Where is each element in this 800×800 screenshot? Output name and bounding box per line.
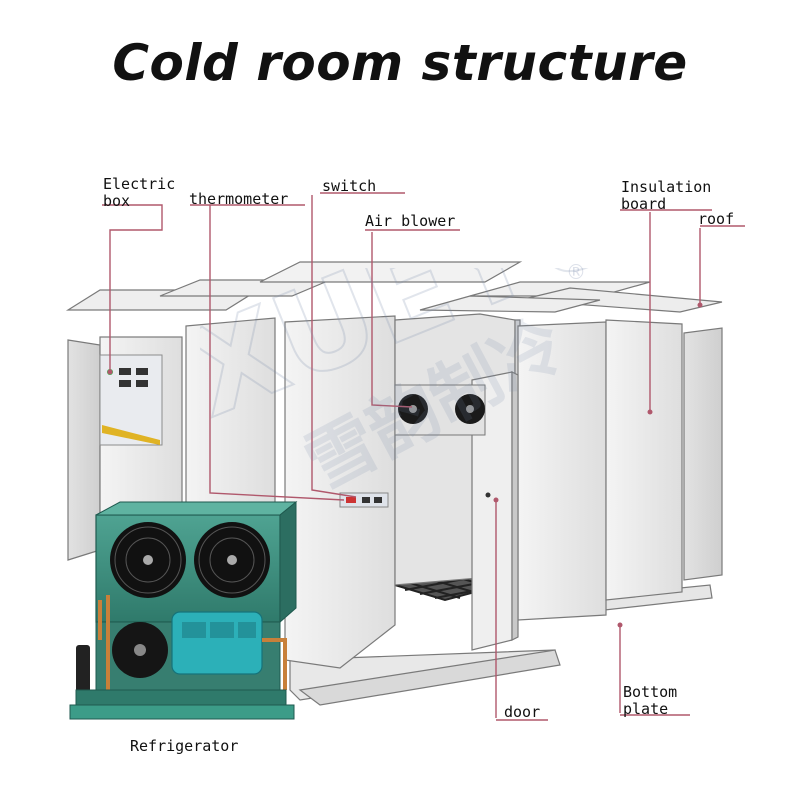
label-door: door	[504, 703, 541, 721]
leader-insulation-board	[620, 209, 712, 412]
leader-roof	[699, 225, 745, 305]
refrigerator-unit	[69, 500, 298, 720]
roof-panel-5	[519, 287, 723, 313]
roof-panel-3	[259, 261, 523, 283]
leader-dots	[107, 302, 703, 628]
door-handle	[485, 492, 491, 498]
leader-door	[495, 500, 548, 721]
label-roof: roof	[698, 210, 735, 228]
watermark-logo: XUEYUN	[200, 268, 630, 446]
door-edge	[511, 371, 519, 641]
label-insulation-board: Insulation board	[621, 179, 711, 213]
roof-panel-6	[419, 295, 601, 313]
label-insulation-board-line1: Insulation	[621, 178, 712, 196]
label-thermometer: thermometer	[189, 190, 289, 208]
air-blower	[394, 384, 486, 436]
leader-bottom-plate	[619, 625, 690, 716]
wall-panel-right-3	[683, 327, 723, 581]
wall-panel-right-2	[605, 319, 683, 601]
label-electric-box-line1: Electric	[103, 175, 176, 193]
label-bottom-plate-line2: plate	[623, 700, 669, 718]
leader-lines	[102, 192, 745, 721]
label-refrigerator: Refrigerator	[130, 737, 239, 755]
label-bottom-plate-line1: Bottom	[623, 683, 678, 701]
label-electric-box: Electric box	[103, 176, 175, 210]
diagram-title: Cold room structure	[112, 34, 688, 92]
label-insulation-board-line2: board	[621, 195, 667, 213]
bottom-plate-front	[298, 649, 561, 706]
door	[471, 371, 519, 651]
label-electric-box-line2: box	[103, 192, 131, 210]
leader-switch	[311, 192, 405, 498]
wall-panel-left-1	[67, 339, 101, 561]
watermark-registered-mark: ®	[566, 260, 586, 284]
label-bottom-plate: Bottom plate	[623, 684, 677, 718]
leader-air-blower	[365, 229, 460, 408]
label-air-blower: Air blower	[365, 212, 456, 230]
label-switch: switch	[322, 177, 377, 195]
leader-electric-box	[102, 204, 163, 372]
leader-thermometer	[190, 204, 345, 501]
electric-box	[99, 354, 163, 446]
